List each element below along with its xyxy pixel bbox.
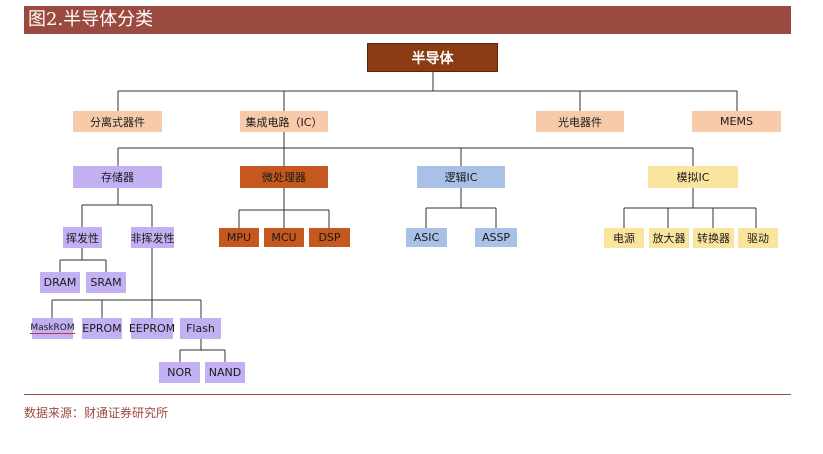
node-converter: 转换器 [693,228,734,248]
node-driver: 驱动 [738,228,778,248]
node-dram: DRAM [40,272,80,293]
node-amplifier: 放大器 [649,228,689,248]
node-nand: NAND [205,362,245,383]
node-volatile: 挥发性 [63,227,102,248]
node-eeprom: EEPROM [129,318,175,339]
node-maskrom-label: MaskROM [30,323,75,334]
node-logic-ic: 逻辑IC [417,166,505,188]
title-bar: 图2.半导体分类 [24,6,791,34]
node-mcu: MCU [264,228,304,247]
node-discrete-devices: 分离式器件 [73,111,162,132]
node-integrated-circuit: 集成电路（IC） [240,111,328,132]
node-power: 电源 [604,228,644,248]
node-mpu: MPU [219,228,259,247]
node-sram: SRAM [86,272,126,293]
node-dsp: DSP [309,228,350,247]
footer-divider [24,394,791,395]
node-non-volatile: 非挥发性 [131,227,175,248]
node-optoelectronic-devices: 光电器件 [536,111,624,132]
node-assp: ASSP [475,228,517,247]
figure-title: 图2.半导体分类 [28,9,154,30]
node-mems: MEMS [692,111,781,132]
node-nor: NOR [159,362,200,383]
node-eprom: EPROM [82,318,122,339]
node-microprocessor: 微处理器 [240,166,328,188]
node-memory: 存储器 [73,166,162,188]
node-semiconductor: 半导体 [367,43,498,72]
node-maskrom: MaskROM [30,318,75,339]
node-asic: ASIC [406,228,447,247]
source-note: 数据来源：财通证券研究所 [24,406,169,420]
node-analog-ic: 模拟IC [648,166,738,188]
node-flash: Flash [180,318,221,339]
